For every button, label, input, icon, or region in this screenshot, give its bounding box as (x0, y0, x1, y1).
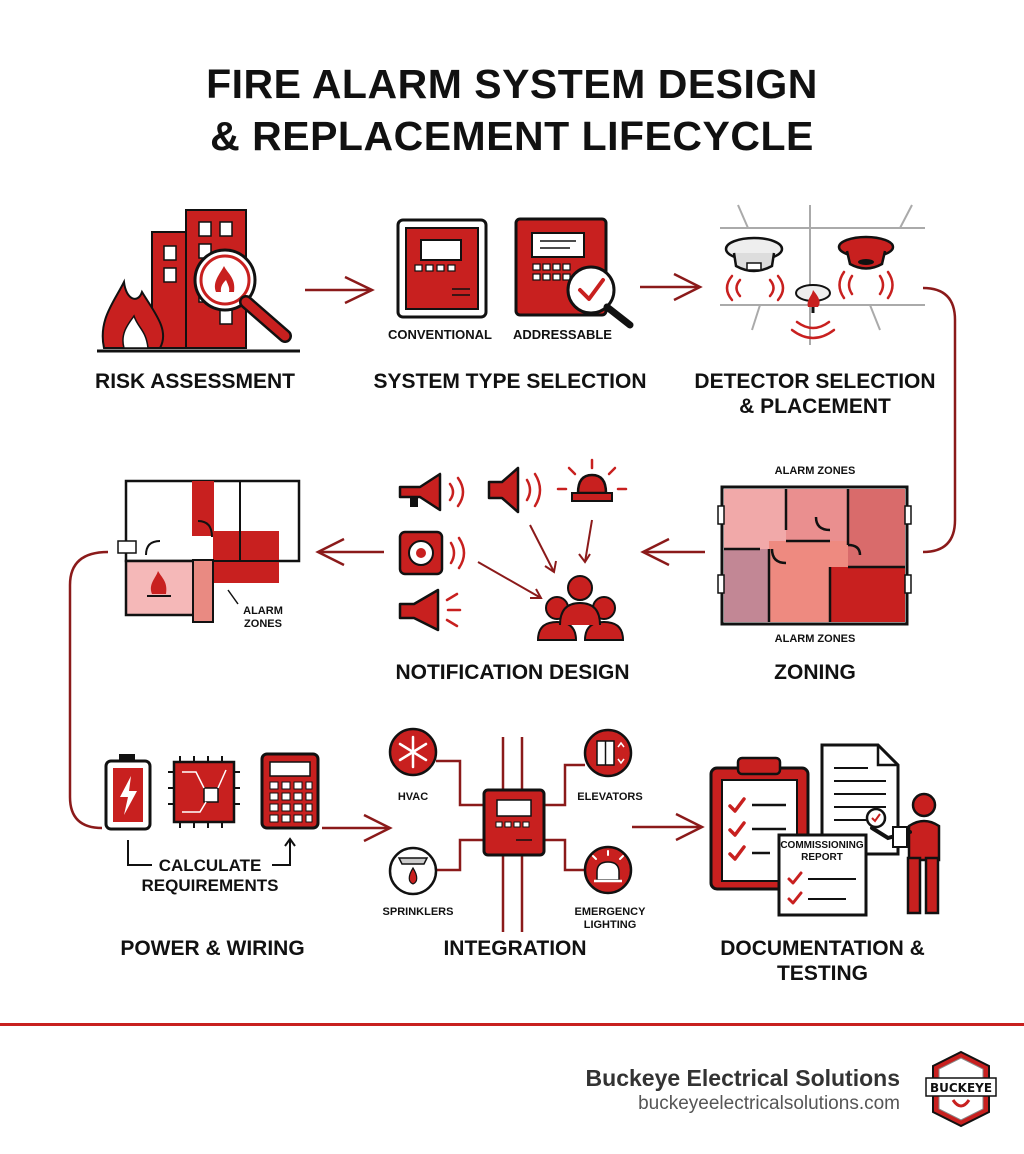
label-hvac: HVAC (397, 791, 429, 803)
speaker-icon (487, 466, 542, 514)
sprinkler-icon (388, 846, 438, 896)
heat-detector-icon (837, 235, 895, 270)
people-icon (536, 575, 625, 641)
ceiling-grid (720, 204, 925, 345)
sprinkler-detector-icon (795, 284, 831, 313)
magnifier-icon (193, 248, 292, 343)
step-label-detector: DETECTOR SELECTION& PLACEMENT (694, 370, 936, 418)
horn-icon (398, 588, 462, 632)
circuit-board-icon (168, 756, 240, 828)
arrow-risk-to-system (305, 275, 375, 305)
arrow-power-to-integration (322, 813, 393, 843)
notification-arrows (477, 519, 593, 599)
company-url: buckeyeelectricalsolutions.com (638, 1093, 900, 1114)
calculator-icon (260, 752, 320, 830)
horn-strobe-icon (398, 530, 466, 576)
step-label-notification: NOTIFICATION DESIGN (395, 661, 630, 684)
flow-connectors (68, 272, 957, 843)
connector-detector-to-zoning (922, 286, 957, 554)
zoning-floor-plan-icon (717, 485, 912, 626)
label-sprinklers: SPRINKLERS (382, 906, 454, 918)
footer-brand: Buckeye Electrical Solutions buckeyeelec… (586, 1064, 900, 1116)
detection-waves (725, 270, 894, 340)
logo-text: BUCKEYE (930, 1081, 992, 1095)
footer-divider (0, 1023, 1024, 1026)
arrow-notification-to-plan (315, 537, 384, 567)
company-name: Buckeye Electrical Solutions (585, 1065, 900, 1091)
smoke-detector-icon (724, 236, 784, 273)
calc-bracket (127, 837, 296, 866)
label-alarm-zones-top: ALARM ZONES (774, 465, 856, 477)
buckeye-logo: BUCKEYE (925, 1050, 997, 1128)
strobe-icon (556, 458, 628, 502)
emergency-light-icon (583, 845, 633, 895)
snowflake-icon (388, 727, 438, 777)
integration-panel-icon (482, 788, 546, 857)
step-label-integration: INTEGRATION (443, 937, 587, 960)
label-elevators: ELEVATORS (577, 791, 643, 803)
step-label-risk: RISK ASSESSMENT (95, 370, 295, 393)
addressable-panel-icon (514, 217, 634, 329)
floor-plan-icon (117, 479, 301, 623)
step-label-power: POWER & WIRING (120, 937, 305, 960)
label-alarm-zones-bottom: ALARM ZONES (774, 633, 856, 645)
battery-icon (104, 754, 152, 831)
commissioning-report-icon (777, 833, 868, 917)
connector-plan-to-power (68, 550, 109, 830)
step-label-documentation: DOCUMENTATION &TESTING (720, 937, 925, 985)
page-title: FIRE ALARM SYSTEM DESIGN & REPLACEMENT L… (0, 58, 1024, 162)
label-conventional: CONVENTIONAL (388, 327, 492, 342)
arrow-integration-to-docs (632, 812, 705, 842)
inspector-icon (865, 792, 941, 915)
label-addressable: ADDRESSABLE (513, 327, 612, 342)
megaphone-icon (398, 472, 465, 512)
elevator-icon (583, 728, 633, 778)
clipboard-icon (709, 756, 810, 891)
arrow-system-to-detector (640, 272, 703, 302)
title-line-2: & REPLACEMENT LIFECYCLE (210, 113, 814, 159)
arrow-zoning-to-notification (640, 537, 705, 567)
title-line-1: FIRE ALARM SYSTEM DESIGN (206, 61, 818, 107)
step-label-system: SYSTEM TYPE SELECTION (373, 370, 647, 393)
conventional-panel-icon (396, 218, 488, 319)
step-label-zoning: ZONING (774, 661, 856, 684)
